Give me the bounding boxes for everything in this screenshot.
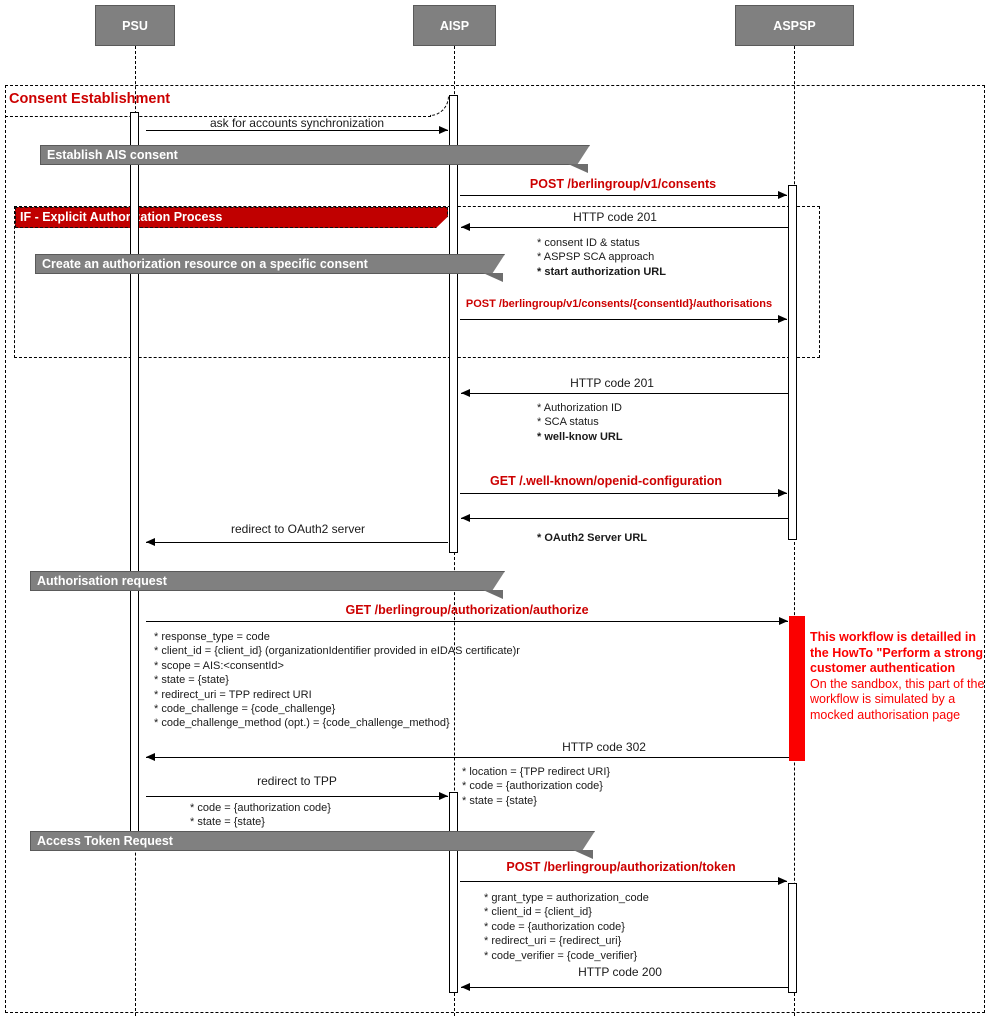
annotation-line: * state = {state} bbox=[462, 794, 537, 807]
sandbox-note-bold: This workflow is detailled in the HowTo … bbox=[810, 630, 984, 675]
message-http201-2: HTTP code 201 bbox=[570, 376, 654, 390]
message-http201-1: HTTP code 201 bbox=[573, 210, 657, 224]
annotation-line: * code_verifier = {code_verifier} bbox=[484, 949, 638, 962]
arrow-http302 bbox=[146, 753, 789, 761]
banner-create-authorization: Create an authorization resource on a sp… bbox=[35, 254, 505, 274]
annotation-line: * code_challenge_method (opt.) = {code_c… bbox=[154, 717, 450, 730]
banner-access-token-request: Access Token Request bbox=[30, 831, 595, 851]
banner-authorisation-request: Authorisation request bbox=[30, 571, 505, 591]
message-get-wellknown: GET /.well-known/openid-configuration bbox=[490, 474, 722, 488]
message-post-authorisations: POST /berlingroup/v1/consents/{consentId… bbox=[465, 298, 773, 310]
message-ask-sync: ask for accounts synchronization bbox=[209, 116, 385, 130]
arrow-oauth2-server-url bbox=[461, 514, 788, 522]
arrow-get-wellknown bbox=[460, 489, 787, 497]
annotation-line: * Authorization ID bbox=[537, 402, 622, 414]
annotation-line: * code = {authorization code} bbox=[462, 780, 603, 793]
activation-bar-aisp-1 bbox=[449, 95, 458, 553]
annotation-line: * location = {TPP redirect URI} bbox=[462, 766, 611, 778]
annotation-line: * scope = AIS:<consentId> bbox=[154, 659, 284, 672]
arrow-post-token bbox=[460, 877, 787, 885]
arrow-http201-1 bbox=[461, 223, 788, 231]
arrow-post-authorisations bbox=[460, 315, 787, 323]
annotation-line: * grant_type = authorization_code bbox=[484, 892, 649, 904]
actor-box-psu: PSU bbox=[95, 5, 175, 46]
message-http200: HTTP code 200 bbox=[578, 965, 662, 979]
annotation-auth-response: * Authorization ID * SCA status * well-k… bbox=[537, 401, 623, 444]
message-post-token: POST /berlingroup/authorization/token bbox=[506, 860, 736, 874]
activation-bar-aspsp-1 bbox=[788, 185, 797, 540]
actor-box-aisp: AISP bbox=[413, 5, 496, 46]
arrow-ask-sync bbox=[146, 126, 448, 134]
message-http302: HTTP code 302 bbox=[562, 740, 646, 754]
banner-establish-consent: Establish AIS consent bbox=[40, 145, 590, 165]
sandbox-note-text: On the sandbox, this part of the workflo… bbox=[810, 676, 985, 722]
annotation-line: * well-know URL bbox=[537, 430, 623, 443]
arrow-get-authorize bbox=[146, 617, 788, 625]
sandbox-note: This workflow is detailled in the HowTo … bbox=[810, 630, 986, 723]
banner-fold bbox=[483, 590, 503, 599]
annotation-line: * start authorization URL bbox=[537, 265, 666, 278]
actor-label-aspsp: ASPSP bbox=[773, 18, 816, 33]
annotation-line: * code_challenge = {code_challenge} bbox=[154, 703, 336, 716]
arrow-redirect-oauth2 bbox=[146, 538, 448, 546]
activation-bar-aspsp-2 bbox=[788, 883, 797, 993]
consent-frame-border bbox=[5, 85, 985, 1013]
annotation-line: * state = {state} bbox=[154, 674, 229, 687]
annotation-line: * client_id = {client_id} bbox=[484, 906, 592, 919]
activation-bar-psu bbox=[130, 112, 139, 834]
actor-box-aspsp: ASPSP bbox=[735, 5, 854, 46]
annotation-oauth2-server: * OAuth2 Server URL bbox=[537, 531, 647, 545]
banner-fold bbox=[573, 850, 593, 859]
annotation-line: * redirect_uri = {redirect_uri} bbox=[484, 935, 622, 948]
activation-bar-aisp-2 bbox=[449, 792, 458, 993]
frame-title: Consent Establishment bbox=[9, 91, 171, 107]
annotation-authorize-params: * response_type = code * client_id = {cl… bbox=[154, 630, 520, 731]
annotation-line: * code = {authorization code} bbox=[484, 920, 625, 933]
annotation-line: * consent ID & status bbox=[537, 237, 640, 249]
arrow-http201-2 bbox=[461, 389, 788, 397]
message-post-consents: POST /berlingroup/v1/consents bbox=[529, 177, 717, 191]
annotation-line: * OAuth2 Server URL bbox=[537, 532, 648, 544]
annotation-line: * SCA status bbox=[537, 416, 599, 429]
annotation-redirect-tpp-params: * code = {authorization code} * state = … bbox=[190, 801, 331, 830]
frame-title-divider bbox=[5, 116, 431, 117]
annotation-token-params: * grant_type = authorization_code * clie… bbox=[484, 891, 649, 963]
if-fragment-border bbox=[14, 206, 820, 358]
banner-fold bbox=[568, 164, 588, 173]
if-fragment-banner: IF - Explicit Authorization Process bbox=[15, 207, 448, 228]
banner-fold bbox=[483, 273, 503, 282]
annotation-line: * client_id = {client_id} (organizationI… bbox=[154, 645, 520, 658]
annotation-line: * state = {state} bbox=[190, 816, 265, 829]
annotation-http302-params: * location = {TPP redirect URI} * code =… bbox=[462, 765, 610, 808]
annotation-line: * code = {authorization code} bbox=[190, 802, 331, 814]
arrow-http200 bbox=[461, 983, 788, 991]
annotation-line: * response_type = code bbox=[154, 631, 270, 643]
arrow-redirect-tpp bbox=[146, 792, 448, 800]
message-redirect-oauth2: redirect to OAuth2 server bbox=[230, 522, 366, 536]
message-redirect-tpp: redirect to TPP bbox=[257, 774, 337, 788]
message-get-authorize: GET /berlingroup/authorization/authorize bbox=[345, 603, 589, 617]
arrow-post-consents bbox=[460, 191, 787, 199]
annotation-line: * ASPSP SCA approach bbox=[537, 251, 655, 264]
annotation-consent-response: * consent ID & status * ASPSP SCA approa… bbox=[537, 236, 666, 279]
actor-label-aisp: AISP bbox=[439, 18, 470, 33]
actor-label-psu: PSU bbox=[122, 18, 148, 33]
activation-bar-aspsp-mocked bbox=[789, 616, 805, 761]
annotation-line: * redirect_uri = TPP redirect URI bbox=[154, 688, 312, 701]
